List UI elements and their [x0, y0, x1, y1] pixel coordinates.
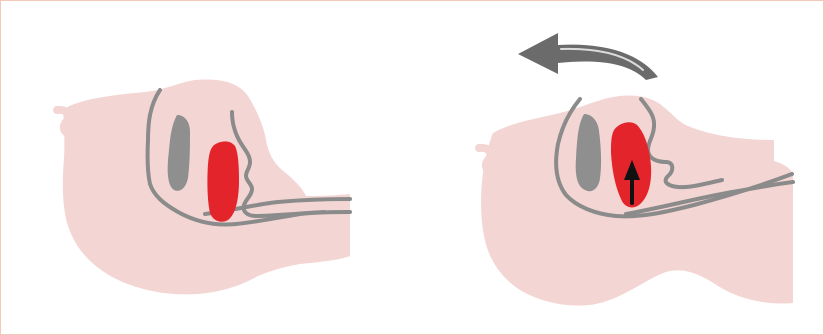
left-head-panel: [57, 80, 350, 295]
right-rotate-arrow: [518, 33, 658, 80]
left-ear-wave: [57, 110, 70, 134]
left-head-silhouette: [63, 80, 350, 295]
left-tongue: [207, 141, 239, 221]
right-ear-wave: [479, 148, 492, 172]
right-head-panel: [479, 33, 793, 306]
